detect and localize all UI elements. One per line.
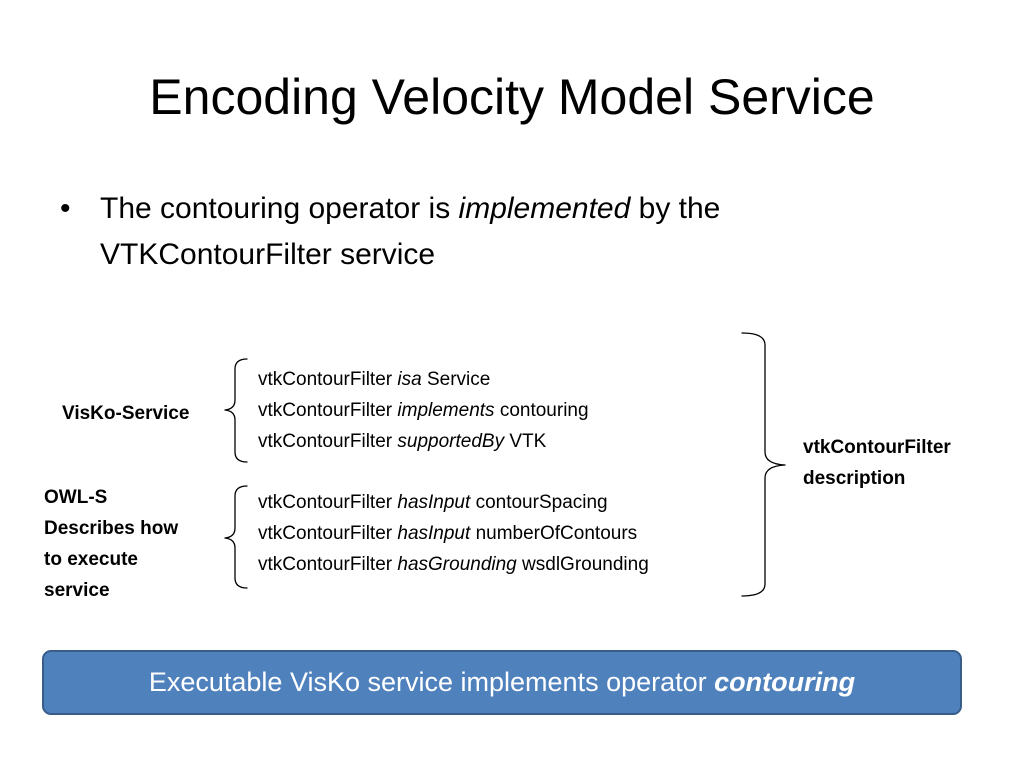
visko-left-brace (224, 358, 248, 463)
statement-object: contourSpacing (475, 492, 608, 513)
description-label-line: description (803, 468, 906, 489)
owl-s-label-line: to execute (44, 549, 138, 570)
statement-row: vtkContourFilter implements contouring (258, 395, 589, 426)
statement-row: vtkContourFilter hasInput numberOfContou… (258, 518, 649, 549)
owl-s-left-brace (224, 485, 248, 589)
statement-subject: vtkContourFilter (258, 431, 393, 452)
statement-subject: vtkContourFilter (258, 523, 393, 544)
visko-statements: vtkContourFilter isa Service vtkContourF… (258, 364, 589, 457)
slide-title: Encoding Velocity Model Service (149, 69, 875, 125)
owl-s-label-line: Describes how (44, 518, 179, 539)
statement-subject: vtkContourFilter (258, 492, 393, 513)
statement-predicate: hasGrounding (397, 554, 517, 575)
statement-object: VTK (509, 431, 547, 452)
description-label: vtkContourFilter description (803, 432, 1003, 494)
owl-s-statements: vtkContourFilter hasInput contourSpacing… (258, 487, 649, 580)
statement-predicate: hasInput (397, 523, 471, 544)
statement-row: vtkContourFilter isa Service (258, 364, 589, 395)
owl-s-label: OWL-S Describes how to execute service (44, 482, 224, 606)
statement-subject: vtkContourFilter (258, 554, 393, 575)
bullet-icon: • (60, 192, 71, 225)
bullet-text-after: by the VTKContourFilter service (100, 192, 721, 271)
statement-predicate: hasInput (397, 492, 471, 513)
visko-service-label: VisKo-Service (62, 403, 190, 424)
statement-predicate: isa (397, 369, 422, 390)
banner-text-main: Executable VisKo service implements oper… (148, 667, 715, 697)
owl-s-label-line: service (44, 580, 110, 601)
statement-row: vtkContourFilter hasInput contourSpacing (258, 487, 649, 518)
statement-object: wsdlGrounding (522, 554, 649, 575)
banner-text-emphasis: contouring (714, 667, 856, 697)
statement-predicate: supportedBy (397, 431, 505, 452)
statement-object: numberOfContours (475, 523, 638, 544)
banner-text: Executable VisKo service implements oper… (149, 667, 855, 698)
description-label-line: vtkContourFilter (803, 437, 951, 458)
statement-subject: vtkContourFilter (258, 400, 393, 421)
statement-predicate: implements (397, 400, 495, 421)
summary-banner: Executable VisKo service implements oper… (42, 650, 962, 715)
bullet-text: The contouring operator is implemented b… (100, 186, 920, 278)
owl-s-label-line: OWL-S (44, 487, 108, 508)
statement-row: vtkContourFilter supportedBy VTK (258, 426, 589, 457)
bullet-text-before: The contouring operator is (100, 192, 459, 225)
statement-row: vtkContourFilter hasGrounding wsdlGround… (258, 549, 649, 580)
statement-object: Service (426, 369, 491, 390)
statement-subject: vtkContourFilter (258, 369, 393, 390)
description-right-brace (741, 332, 786, 597)
bullet-text-emphasis: implemented (458, 192, 631, 225)
statement-object: contouring (499, 400, 589, 421)
